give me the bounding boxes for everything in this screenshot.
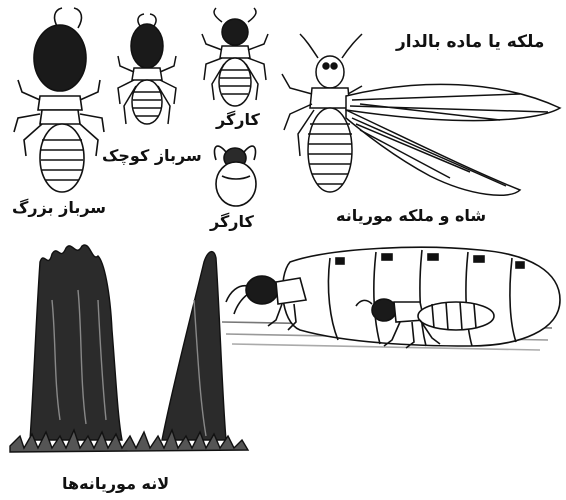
worker-termite-icon xyxy=(202,8,268,106)
label-large-soldier: سرباز بزرگ xyxy=(12,200,106,216)
label-king-and-queen: شاه و ملکه موریانه xyxy=(336,208,486,224)
small-soldier-termite-icon xyxy=(118,14,176,124)
label-worker-top: کارگر xyxy=(216,112,260,128)
winged-queen-termite-icon xyxy=(282,34,560,195)
termite-mound-icon xyxy=(10,245,248,452)
large-soldier-termite-icon xyxy=(14,8,104,192)
worker-termite-head-icon xyxy=(214,146,256,206)
label-worker-bottom: کارگر xyxy=(210,214,254,230)
label-winged-queen: ملکه یا ماده بالدار xyxy=(396,34,544,51)
label-termite-nests: لانه موریانه‌ها xyxy=(62,476,169,492)
label-small-soldier: سرباز کوچک xyxy=(102,148,202,164)
termite-king-and-queen-icon xyxy=(222,247,560,350)
